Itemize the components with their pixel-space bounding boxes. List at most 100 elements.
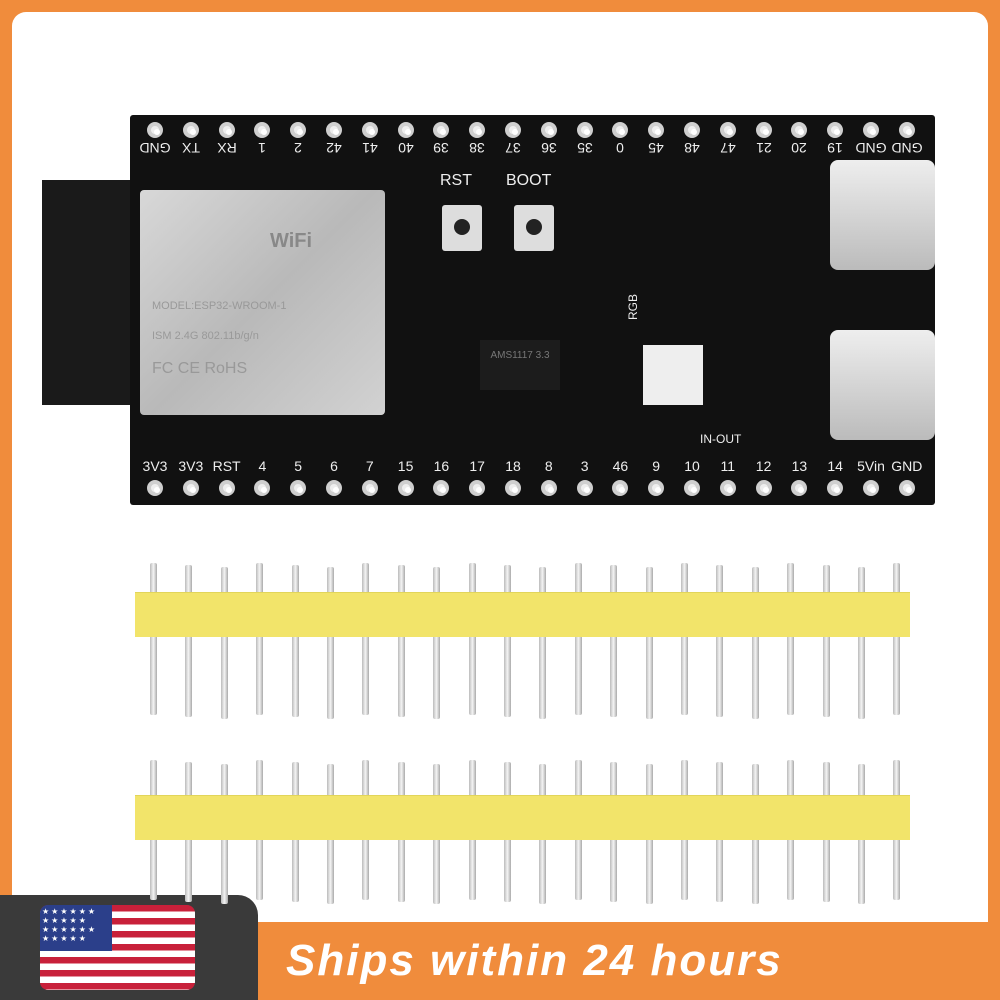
pin-hole — [254, 122, 271, 138]
header-pin — [645, 567, 653, 719]
pin-hole — [791, 122, 808, 138]
header-pin — [610, 565, 618, 717]
pin-hole — [648, 122, 665, 138]
shipping-banner: Ships within 24 hours — [258, 922, 1000, 1000]
pin-hole — [254, 480, 271, 496]
bottom-pin-label: RST — [212, 458, 241, 474]
pin-hole — [684, 122, 700, 138]
header-pin — [397, 565, 405, 717]
module-model: MODEL:ESP32-WROOM-1 — [152, 300, 287, 312]
header-pin — [574, 563, 582, 715]
bottom-pin-label: 11 — [720, 458, 736, 474]
pin-hole — [182, 480, 199, 496]
bottom-pin-label: 17 — [469, 458, 485, 474]
pin-hole — [505, 122, 521, 138]
header-pin — [539, 567, 547, 719]
pin-hole — [469, 122, 486, 138]
bottom-pin-label: 46 — [612, 458, 629, 474]
bottom-pin-label: 9 — [652, 458, 661, 474]
top-pin-label: 1 — [258, 140, 267, 156]
top-pin-label: 39 — [433, 140, 450, 156]
top-pin-label: 38 — [469, 140, 485, 156]
wifi-module: WiFi MODEL:ESP32-WROOM-1 ISM 2.4G 802.11… — [140, 190, 385, 415]
header-pin — [468, 563, 476, 715]
header-pin — [893, 563, 901, 715]
pin-hole — [791, 480, 808, 496]
rst-button[interactable] — [442, 205, 482, 251]
bottom-pin-label: 5 — [294, 458, 303, 474]
top-pin-label: 40 — [397, 140, 414, 156]
pin-hole — [326, 122, 342, 138]
header-pin — [787, 563, 795, 715]
bottom-pin-label: 3V3 — [142, 458, 168, 474]
top-pin-label: GND — [855, 140, 887, 156]
header-pin — [150, 563, 157, 715]
pin-hole — [182, 122, 199, 138]
pin-hole — [540, 122, 557, 138]
bottom-pin-label: 6 — [330, 458, 338, 474]
bottom-pin-label: 14 — [827, 458, 843, 474]
top-pin-label: RX — [216, 140, 237, 156]
header-pin — [681, 563, 688, 715]
top-pin-label: 2 — [294, 140, 303, 156]
pin-hole — [147, 480, 163, 496]
bottom-pin-label: 13 — [791, 458, 808, 474]
header-pin — [858, 567, 865, 719]
pin-hole — [719, 480, 736, 496]
bottom-pin-label: 8 — [544, 458, 553, 474]
pin-hole — [218, 122, 235, 138]
usb-c-port-2 — [830, 330, 935, 440]
module-cert: FC CE RoHS — [152, 360, 248, 377]
bottom-pin-label: GND — [891, 458, 923, 474]
rgb-label: RGB — [626, 293, 641, 321]
pin-hole — [612, 480, 629, 496]
top-pin-label: 35 — [576, 140, 593, 156]
pin-hole — [863, 122, 879, 138]
header-pin — [327, 567, 334, 719]
header-pin — [751, 567, 759, 719]
pin-hole — [719, 122, 736, 138]
header-pin — [504, 565, 511, 717]
pin-hole — [218, 480, 235, 496]
pin-hole — [863, 480, 879, 496]
header-pin — [362, 563, 370, 715]
pin-hole — [684, 480, 700, 496]
bottom-pin-label: 16 — [433, 458, 450, 474]
header-pin — [291, 565, 299, 717]
pin-hole — [433, 480, 450, 496]
pin-hole — [648, 480, 665, 496]
header-strip-2 — [135, 795, 910, 840]
top-pin-label: 45 — [648, 140, 664, 156]
boot-button[interactable] — [514, 205, 554, 251]
pin-hole — [612, 122, 629, 138]
pin-hole — [397, 122, 414, 138]
pin-hole — [755, 480, 772, 496]
pin-hole — [326, 480, 342, 496]
header-pin — [220, 567, 228, 719]
in-out-label: IN-OUT — [700, 432, 742, 446]
top-pin-label: 20 — [791, 140, 808, 156]
header-pin — [185, 565, 193, 717]
pin-hole — [755, 122, 772, 138]
module-ism: ISM 2.4G 802.11b/g/n — [152, 330, 259, 342]
rgb-led — [643, 345, 703, 405]
top-pin-label: TX — [181, 140, 200, 156]
header-strip-1 — [135, 592, 910, 637]
pin-hole — [397, 480, 414, 496]
pin-hole — [147, 122, 163, 138]
bottom-pin-label: 3V3 — [178, 458, 204, 474]
pin-hole — [576, 480, 593, 496]
pin-hole — [469, 480, 486, 496]
top-pin-label: 37 — [505, 140, 521, 156]
bottom-pin-label: 12 — [755, 458, 772, 474]
top-pin-label: 47 — [720, 140, 736, 156]
pin-hole — [505, 480, 521, 496]
bottom-pin-label: 4 — [258, 458, 267, 474]
pin-hole — [576, 122, 593, 138]
header-pin — [433, 567, 441, 719]
pin-hole — [290, 480, 307, 496]
pin-hole — [898, 122, 915, 138]
shipping-text: Ships within 24 hours — [286, 936, 783, 985]
top-pin-label: GND — [891, 140, 923, 156]
rst-label: RST — [440, 172, 472, 189]
